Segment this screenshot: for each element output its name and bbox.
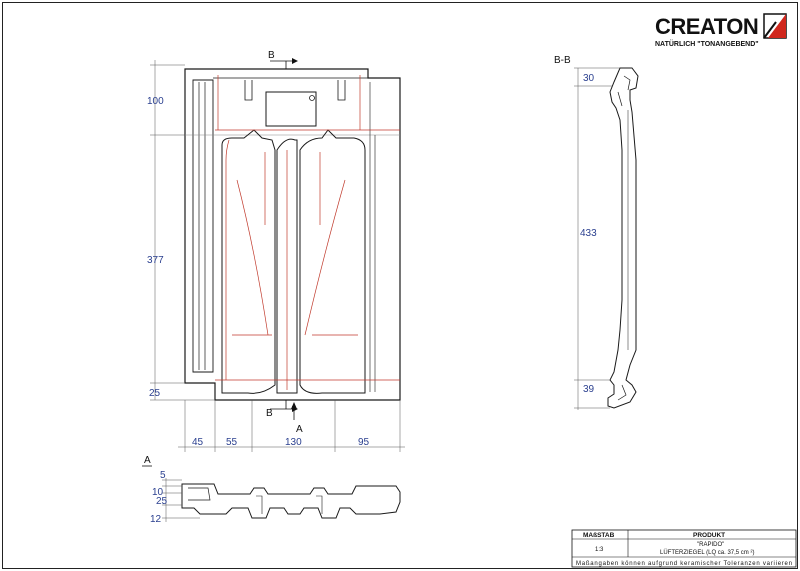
title-block-product-line2: LÜFTERZIEGEL (LQ ca. 37,5 cm ²)	[660, 549, 754, 556]
dim-bottom-4: 95	[358, 437, 370, 448]
tile-side-lock	[192, 79, 214, 373]
dim-left-2: 377	[147, 255, 164, 266]
title-block-scale-header: MAßSTAB	[583, 532, 615, 539]
section-bb-dimension-lines	[574, 67, 620, 410]
section-label-b-bottom: B	[266, 408, 273, 419]
arrow-right-icon	[292, 58, 298, 64]
title-block-product-line1: "RAPIDO"	[697, 542, 724, 548]
brand-slogan: NATÜRLICH "TONANGEBEND"	[655, 39, 759, 48]
vent-opening	[265, 91, 317, 127]
arrow-up-icon	[291, 402, 297, 409]
section-label-b-top: B	[268, 50, 275, 61]
tile-pan-left	[221, 129, 276, 394]
dim-left-3: 25	[149, 388, 161, 399]
dim-a-3: 25	[156, 496, 168, 507]
section-a-view	[181, 483, 401, 519]
dim-bb-2: 433	[580, 228, 597, 239]
dim-bb-3: 39	[583, 384, 595, 395]
tile-outline	[184, 68, 401, 401]
brand-name: CREATON	[655, 14, 758, 39]
section-a-profile	[181, 483, 401, 519]
tile-pan-right	[299, 129, 366, 394]
section-marker-b-bottom: B A	[266, 400, 303, 435]
dim-a-2: 10	[152, 487, 164, 498]
section-bb-view	[607, 67, 639, 409]
bottom-dimension-lines	[178, 400, 405, 452]
dim-bottom-2: 55	[226, 437, 238, 448]
title-block-product-header: PRODUKT	[693, 532, 725, 539]
section-bb-title: B-B	[554, 55, 571, 66]
brand-logo: CREATON NATÜRLICH "TONANGEBEND"	[655, 13, 787, 48]
section-marker-b-top: B	[268, 50, 298, 69]
tile-center-rib	[276, 138, 298, 394]
title-block-scale: 1:3	[595, 547, 604, 553]
dim-bottom-1: 45	[192, 437, 204, 448]
dim-bottom-3: 130	[285, 437, 302, 448]
dim-bb-1: 30	[583, 73, 595, 84]
logo-mark-icon	[763, 13, 787, 39]
title-block-disclaimer: Maßangaben können aufgrund keramischer T…	[576, 561, 792, 567]
dim-left-1: 100	[147, 96, 164, 107]
tile-top-view	[184, 68, 401, 401]
section-label-a-bottom: A	[296, 424, 303, 435]
section-bb-profile	[607, 67, 639, 409]
left-dimension-lines	[150, 60, 215, 401]
dim-a-4: 12	[150, 514, 162, 525]
section-a-title: A	[144, 455, 151, 466]
dim-a-1: 5	[160, 470, 166, 481]
title-block: MAßSTAB PRODUKT 1:3 "RAPIDO" LÜFTERZIEGE…	[571, 529, 797, 568]
section-a-dimension-lines	[162, 478, 200, 522]
tile-detail-lines	[215, 75, 400, 390]
